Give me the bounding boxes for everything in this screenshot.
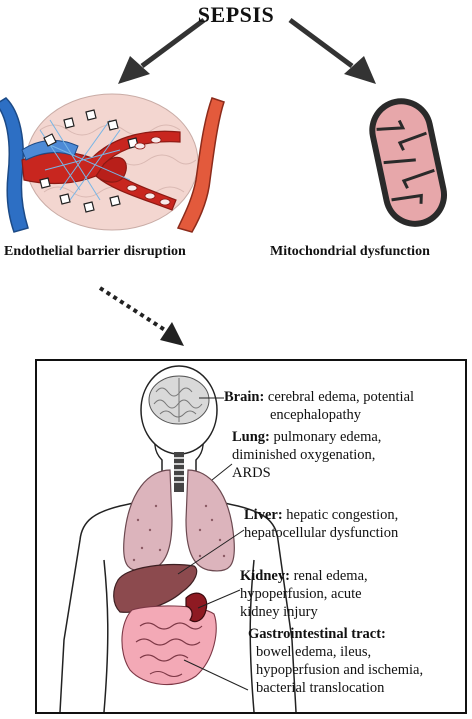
label-lung-line2: diminished oxygenation,	[232, 447, 376, 463]
label-lung-line1: pulmonary edema,	[273, 429, 382, 445]
artery-icon	[176, 97, 225, 233]
label-brain: Brain: cerebral edema, potential encepha…	[224, 388, 464, 424]
liver-icon	[113, 563, 198, 613]
label-liver-line2: hepatocellular dysfunction	[244, 525, 399, 541]
label-brain-line2: encephalopathy	[270, 407, 361, 423]
label-gi-line3: bacterial translocation	[256, 680, 385, 696]
lungs-icon	[123, 469, 235, 572]
label-gi: Gastrointestinal tract: bowel edema, ile…	[248, 625, 470, 697]
arrow-to-endothelial	[118, 17, 206, 84]
label-lung: Lung: pulmonary edema, diminished oxygen…	[232, 428, 452, 482]
label-gi-line1: bowel edema, ileus,	[256, 644, 372, 660]
label-brain-line1: cerebral edema, potential	[267, 389, 415, 405]
label-liver-name: Liver:	[244, 507, 283, 523]
vein-icon	[0, 97, 29, 233]
label-kidney-line1: renal edema,	[293, 568, 368, 584]
label-kidney-name: Kidney:	[240, 568, 290, 584]
trachea-icon	[174, 452, 184, 492]
label-gi-line2: hypoperfusion and ischemia,	[256, 662, 424, 678]
label-kidney-line2: hypoperfusion, acute	[240, 586, 362, 602]
label-gi-name: Gastrointestinal tract:	[248, 626, 386, 642]
endothelial-illustration	[0, 93, 225, 233]
label-lung-line3: ARDS	[232, 465, 271, 481]
label-liver-line1: hepatic congestion,	[286, 507, 399, 523]
caption-mitochondrial: Mitochondrial dysfunction	[270, 244, 430, 259]
intestines-icon	[121, 605, 217, 686]
dotted-arrow	[98, 286, 184, 346]
label-liver: Liver: hepatic congestion, hepatocellula…	[244, 506, 464, 542]
mitochondrion-icon	[369, 98, 448, 227]
label-kidney: Kidney: renal edema, hypoperfusion, acut…	[240, 567, 460, 621]
kidney-icon	[185, 592, 208, 623]
title-sepsis: SEPSIS	[197, 2, 275, 27]
label-kidney-line3: kidney injury	[240, 604, 318, 620]
arrow-to-mitochondria	[288, 17, 376, 84]
label-brain-name: Brain:	[224, 389, 265, 405]
leader-lines	[177, 397, 249, 691]
label-lung-name: Lung:	[232, 429, 270, 445]
caption-endothelial: Endothelial barrier disruption	[4, 244, 186, 259]
organ-panel	[35, 359, 467, 714]
head-icon	[140, 365, 218, 455]
